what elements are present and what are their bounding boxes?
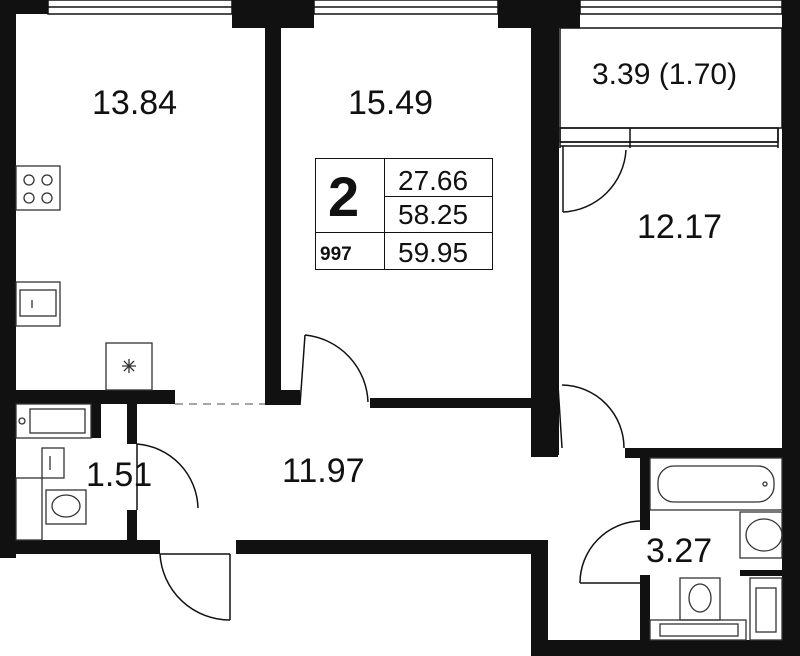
washing-machine-icon	[749, 577, 783, 641]
room-area-wc: 1.51	[86, 456, 153, 494]
windows	[47, 0, 783, 15]
towel-dryer-icon	[649, 619, 747, 641]
room-area-bathroom: 3.27	[646, 532, 713, 570]
total-area: 58.25	[398, 199, 469, 230]
room-area-center: 15.49	[348, 84, 434, 122]
fridge-icon	[105, 342, 153, 391]
room-count: 2	[328, 165, 360, 228]
summary-divider	[316, 232, 492, 233]
apartment-summary: 2 997 27.66 58.25 59.95	[315, 158, 493, 270]
toilet-icon	[45, 489, 87, 525]
living-area: 27.66	[398, 165, 469, 196]
wc-sink-icon	[41, 447, 65, 479]
room-area-bedroom: 12.17	[637, 208, 723, 246]
summary-divider	[384, 196, 492, 197]
room-area-hall: 11.97	[282, 452, 365, 490]
room-area-kitchen: 13.84	[92, 84, 178, 122]
washer-icon	[15, 403, 92, 439]
balcony-outline	[559, 27, 783, 148]
apartment-number: 997	[320, 244, 352, 265]
stove-icon	[15, 165, 61, 211]
area-with-balcony: 59.95	[398, 237, 469, 268]
summary-divider	[384, 159, 385, 269]
door-swings	[136, 146, 641, 621]
fixtures	[15, 165, 783, 641]
sink-icon	[15, 281, 61, 327]
room-area-balcony: 3.39 (1.70)	[592, 58, 738, 91]
bathtub-icon	[649, 457, 783, 511]
boiler-icon	[15, 477, 43, 541]
